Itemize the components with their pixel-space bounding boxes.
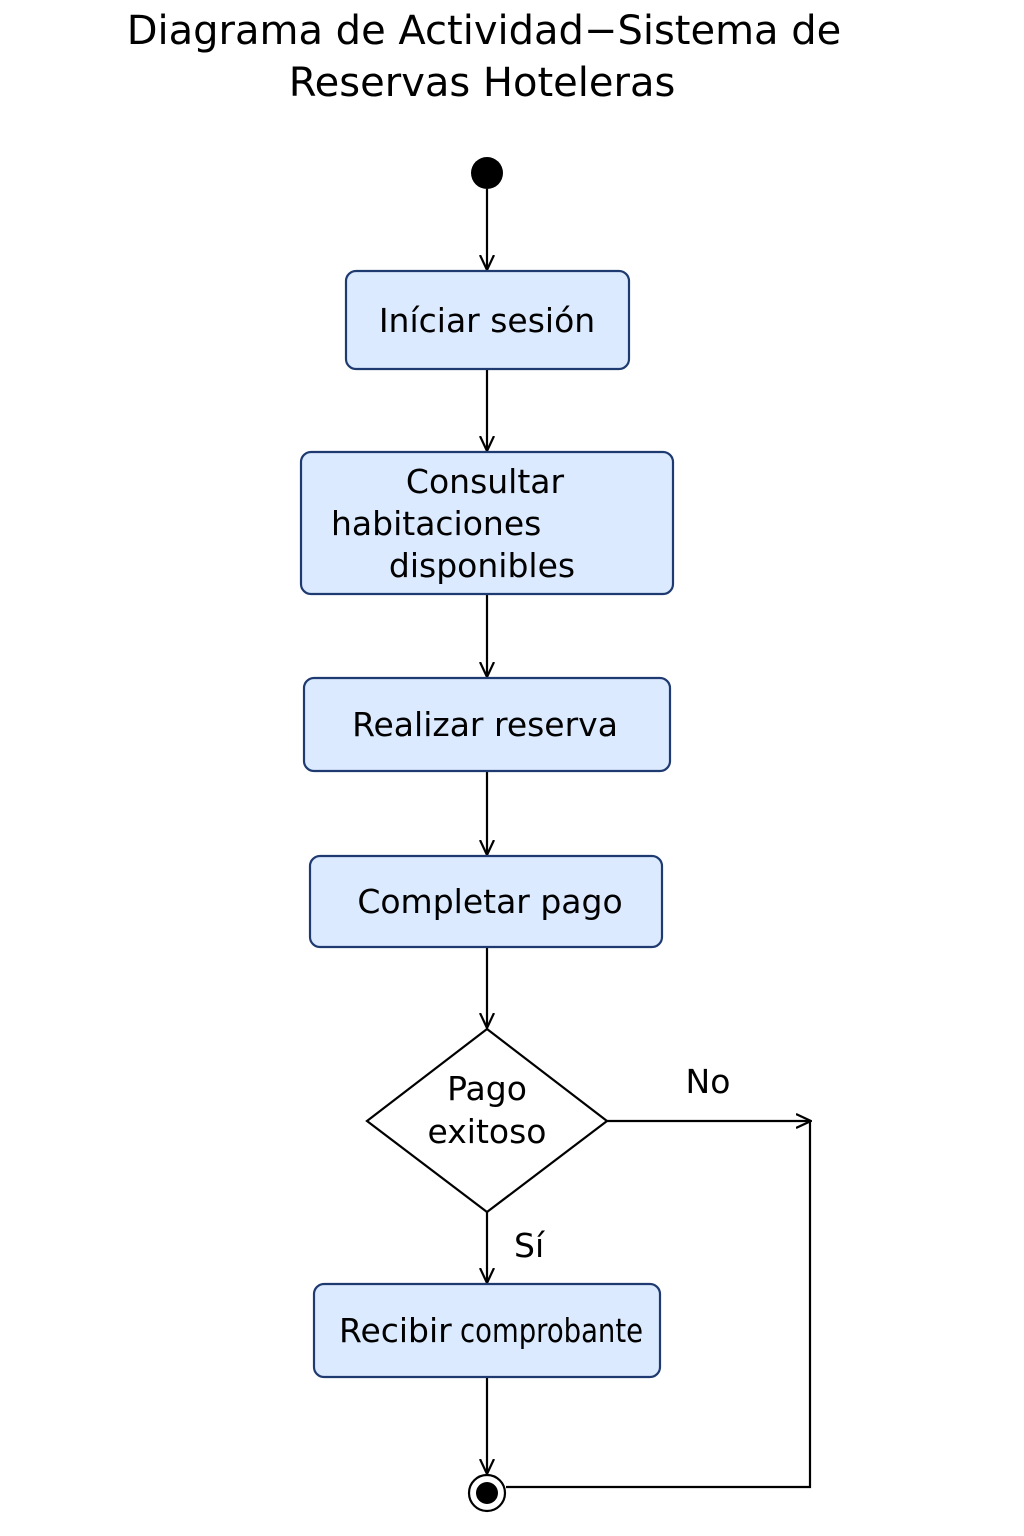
guard-si-label: Sí bbox=[514, 1226, 546, 1265]
activity-realizar-reserva bbox=[302, 676, 672, 773]
activity-realizar-reserva-label: Realizar reserva bbox=[352, 705, 618, 744]
activity-recibir-comprobante bbox=[312, 1282, 662, 1379]
activity-iniciar-sesion-label: Iníciar sesión bbox=[379, 301, 595, 340]
initial-node bbox=[471, 157, 503, 189]
decision-pago-exitoso bbox=[365, 1027, 609, 1214]
recibir-part-1: Recibir bbox=[339, 1311, 452, 1350]
decision-line-2: exitoso bbox=[428, 1112, 547, 1151]
guard-no-label: No bbox=[686, 1062, 731, 1101]
activity-completar-pago bbox=[308, 854, 664, 949]
activity-completar-pago-label: Completar pago bbox=[357, 882, 622, 921]
activity-consultar-line-3: disponibles bbox=[389, 546, 575, 585]
activity-consultar-habitaciones bbox=[299, 450, 675, 596]
activity-iniciar-sesion bbox=[344, 269, 631, 371]
diagram-title-line-2: Reservas Hoteleras bbox=[289, 60, 676, 106]
edge-no-loop-to-end bbox=[506, 1121, 812, 1489]
recibir-part-2: comprobante bbox=[460, 1311, 643, 1350]
final-node-dot bbox=[476, 1482, 498, 1504]
activity-consultar-line-2: habitaciones bbox=[331, 504, 541, 543]
diagram-title-line-1: Diagrama de Actividad−Sistema de bbox=[127, 8, 842, 54]
activity-consultar-line-1: Consultar bbox=[406, 462, 565, 501]
decision-line-1: Pago bbox=[447, 1069, 527, 1108]
